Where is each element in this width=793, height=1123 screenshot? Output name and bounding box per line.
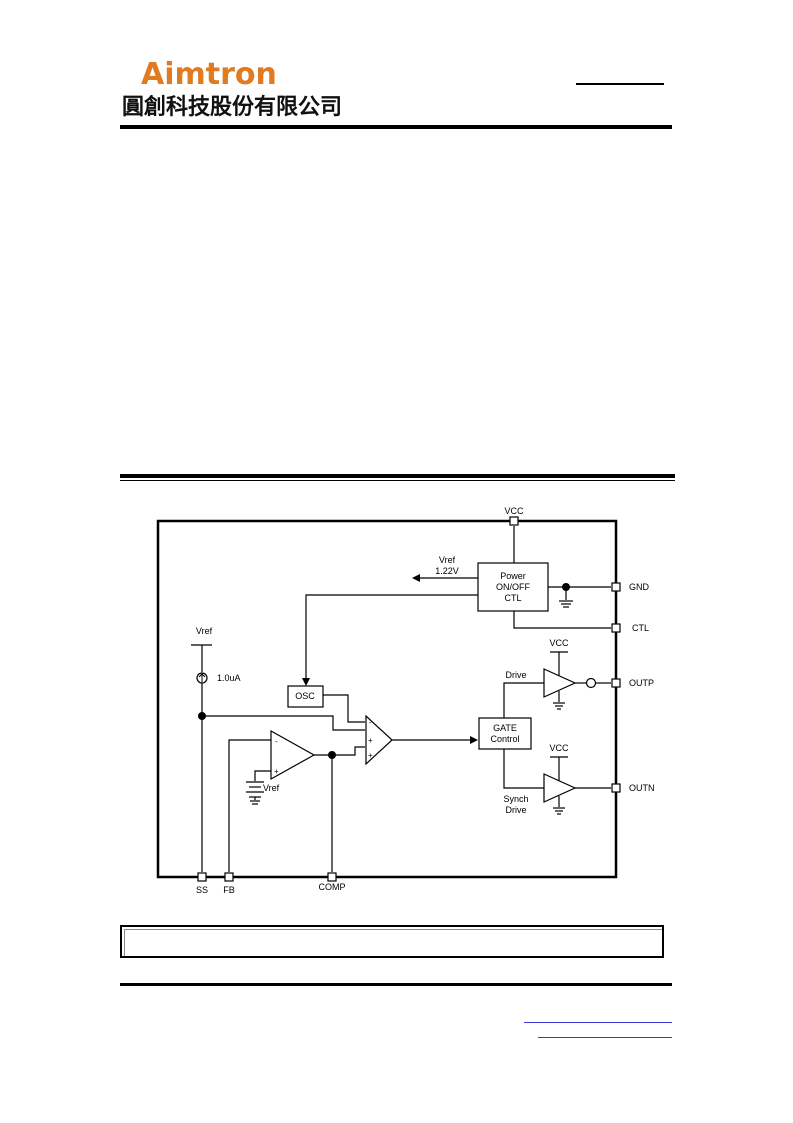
vref-out-line1: Vref (439, 555, 456, 565)
label-pin-gnd: GND (629, 582, 650, 592)
gate-block-line2: Control (490, 734, 519, 744)
cmp-plus-sign-2: + (368, 751, 373, 760)
label-pin-fb: FB (223, 885, 235, 895)
label-pin-ctl: CTL (632, 623, 649, 633)
footer-rule (120, 983, 672, 986)
section-rule-thin (120, 480, 675, 481)
pin-ss (197, 872, 207, 882)
power-block-line3: CTL (504, 593, 521, 603)
pin-outp (611, 678, 621, 688)
gate-control-block (478, 717, 532, 750)
pin-fb (224, 872, 234, 882)
label-pin-ss: SS (196, 885, 208, 895)
company-name-chinese: 圓創科技股份有限公司 (122, 95, 343, 120)
figure-caption-box (120, 925, 664, 958)
vcc-top-driver-label: VCC (549, 638, 569, 648)
synch-label-line1: Synch (503, 794, 528, 804)
label-pin-outn: OUTN (629, 783, 655, 793)
header-rule (120, 125, 672, 129)
gate-block-line1: GATE (493, 723, 517, 733)
footer-link-line-2[interactable] (538, 1037, 672, 1038)
synch-label-line2: Drive (505, 805, 526, 815)
footer-link-line-1[interactable] (524, 1022, 672, 1023)
ea-plus-sign: + (274, 767, 279, 776)
label-pin-outp: OUTP (629, 678, 654, 688)
vref-ss-label: Vref (196, 626, 213, 636)
header-short-rule (576, 83, 664, 85)
chip-outline (156, 519, 618, 879)
vref-ea-label: Vref (263, 783, 280, 793)
error-amplifier (270, 729, 316, 781)
current-source-label: 1.0uA (217, 673, 241, 683)
power-block-line1: Power (500, 571, 526, 581)
power-block-line2: ON/OFF (496, 582, 530, 592)
vref-out-line2: 1.22V (435, 566, 459, 576)
pwm-comparator (365, 714, 393, 766)
pin-vcc (509, 516, 519, 526)
pin-ctl (611, 623, 621, 633)
label-pin-vcc: VCC (504, 506, 524, 516)
osc-label: OSC (295, 691, 315, 701)
pin-outn (611, 783, 621, 793)
pin-gnd (611, 582, 621, 592)
cmp-minus-sign: - (369, 718, 372, 727)
cmp-plus-sign-1: + (368, 736, 373, 745)
osc-block (287, 685, 324, 708)
label-pin-comp: COMP (319, 882, 346, 892)
drive-label: Drive (505, 670, 526, 680)
ea-minus-sign: - (275, 737, 278, 746)
company-logo: Aimtron (141, 57, 277, 92)
pin-comp (327, 872, 337, 882)
section-rule-thick (120, 474, 675, 478)
vcc-bottom-driver-label: VCC (549, 743, 569, 753)
